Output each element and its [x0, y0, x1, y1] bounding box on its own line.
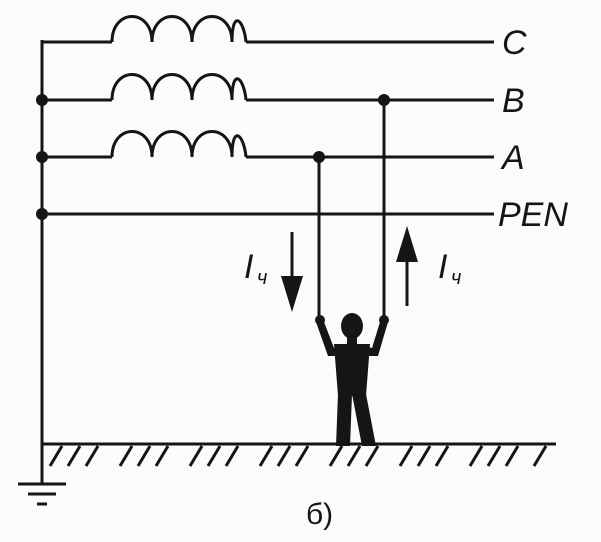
- junction-node-a: [36, 151, 48, 163]
- phase-a-line: [42, 130, 494, 159]
- current-symbol-right: I: [438, 248, 448, 286]
- line-label-pen: PEN: [498, 196, 568, 234]
- current-symbol-left: I: [244, 248, 254, 286]
- line-label-c: C: [502, 24, 527, 62]
- line-label-a: A: [500, 139, 525, 177]
- current-label-left: I ч: [244, 248, 267, 289]
- earth-hatching: [48, 445, 548, 467]
- current-subscript-left: ч: [257, 267, 267, 289]
- figure-caption: б): [306, 498, 333, 531]
- current-arrow-up-icon: [396, 226, 418, 306]
- phase-b-line: [42, 73, 494, 102]
- junction-node-b: [36, 94, 48, 106]
- human-silhouette-icon: [315, 313, 389, 446]
- current-label-right: I ч: [438, 248, 461, 289]
- phase-c-line: [42, 15, 494, 44]
- line-label-b: B: [502, 82, 525, 120]
- current-subscript-right: ч: [451, 267, 461, 289]
- current-arrow-down-icon: [281, 232, 303, 312]
- ground-symbol-icon: [18, 444, 66, 506]
- junction-node-pen: [36, 208, 48, 220]
